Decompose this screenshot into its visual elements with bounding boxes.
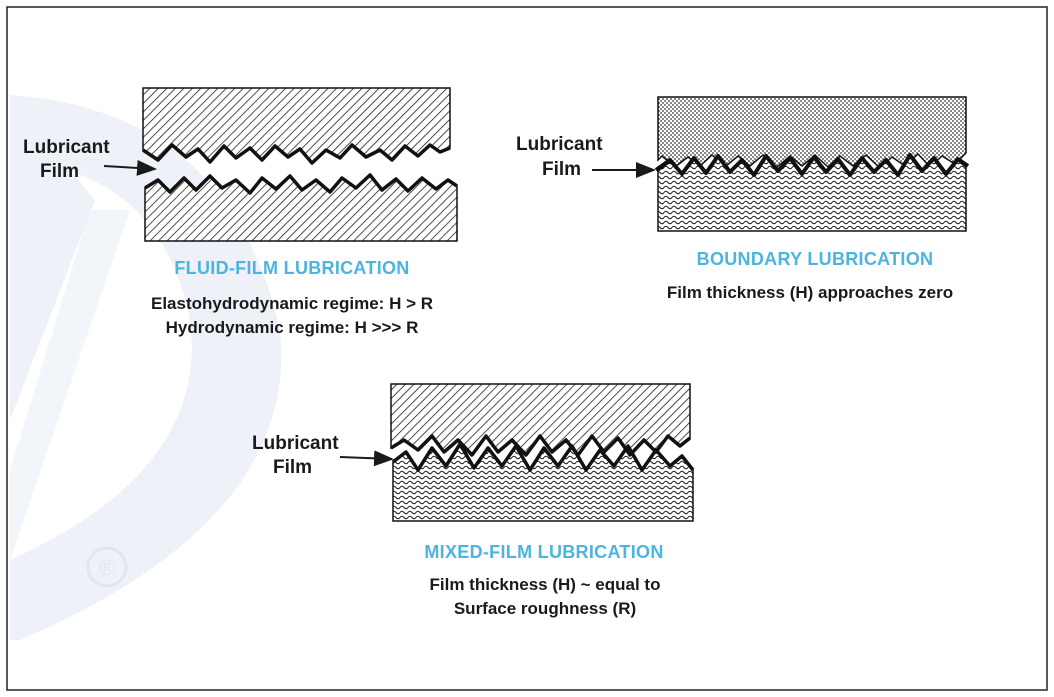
mixed-side-label-1: Lubricant [252,433,339,454]
boundary-diagram [592,96,970,232]
fluid-upper-rough-edge [142,143,451,165]
fluid-side-label-1: Lubricant [23,137,110,158]
boundary-line-1: Film thickness (H) approaches zero [666,283,954,302]
mixed-line-1: Film thickness (H) ~ equal to [429,575,661,594]
fluid-line-1: Elastohydrodynamic regime: H > R [151,294,433,313]
mixed-film-arrow [339,450,394,467]
fluid-side-label-2: Film [40,161,80,182]
fluid-film-diagram [103,87,458,242]
fluid-film-arrow [103,159,157,176]
mixed-line-2: Surface roughness (R) [453,599,637,618]
boundary-contact-edge [654,153,970,177]
mixed-film-diagram [339,383,695,522]
fluid-line-2: Hydrodynamic regime: H >>> R [165,318,419,337]
registered-mark: ® [99,555,115,580]
boundary-side-label-2: Film [542,159,582,180]
mixed-contact-edge-upper [390,434,692,457]
mixed-side-label-2: Film [273,457,313,478]
fluid-title: FLUID-FILM LUBRICATION [174,258,410,278]
mixed-contact-edge-lower [391,442,695,472]
boundary-side-label-1: Lubricant [516,134,603,155]
boundary-title: BOUNDARY LUBRICATION [696,249,934,269]
mixed-title: MIXED-FILM LUBRICATION [424,542,664,562]
fluid-lower-rough-edge [144,173,458,195]
